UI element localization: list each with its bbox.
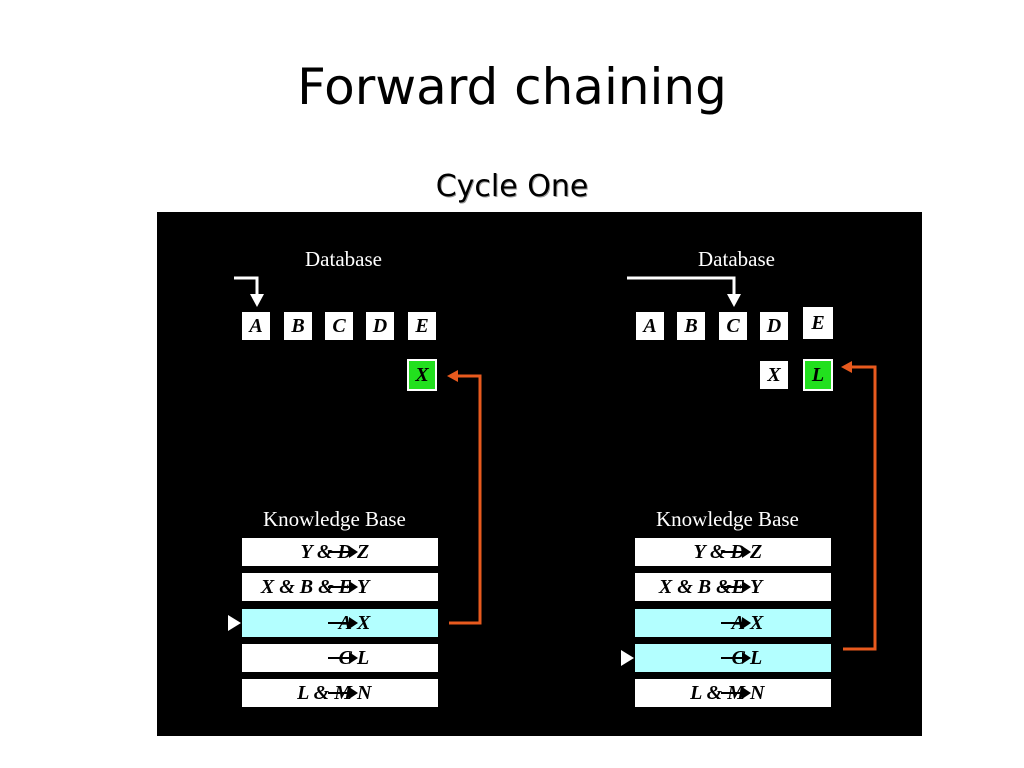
- right-fact-d: D: [760, 312, 788, 340]
- rule-conclusion: Y: [357, 576, 370, 598]
- right-inference-arrow-head: [841, 361, 852, 373]
- left-scan-pointer-icon: [234, 276, 259, 298]
- rule-premise: X & B & E: [260, 576, 352, 598]
- left-fact-a: A: [242, 312, 270, 340]
- rule-conclusion: X: [357, 612, 371, 634]
- slide-subtitle: Cycle One: [435, 169, 589, 204]
- rule-conclusion: X: [750, 612, 764, 634]
- left-rule-pointer-icon: [228, 615, 241, 631]
- diagram-panel: Database A B C D E X Knowledge Base Y & …: [157, 212, 922, 736]
- rule-conclusion: Y: [750, 576, 763, 598]
- rule-conclusion: N: [750, 682, 765, 704]
- rule-conclusion: Z: [357, 541, 370, 563]
- right-rule-4-fired: C L: [635, 644, 831, 672]
- right-rule-2: X & B &E Y: [635, 573, 831, 601]
- implies-arrow-icon: [721, 687, 751, 699]
- slide-title: Forward chaining: [297, 58, 727, 116]
- right-fact-a: A: [636, 312, 664, 340]
- implies-arrow-icon: [328, 546, 358, 558]
- left-fact-e: E: [408, 312, 436, 340]
- right-fact-b: B: [677, 312, 705, 340]
- left-rule-5: L & M N: [242, 679, 438, 707]
- implies-arrow-icon: [721, 617, 751, 629]
- left-scan-pointer-head: [250, 294, 264, 307]
- left-rule-1: Y & D Z: [242, 538, 438, 566]
- rule-premise: X & B &E: [658, 576, 745, 598]
- left-fact-c: C: [325, 312, 353, 340]
- left-fact-b: B: [284, 312, 312, 340]
- right-scan-pointer-head: [727, 294, 741, 307]
- right-rule-pointer-icon: [621, 650, 634, 666]
- left-inference-arrow-head: [447, 370, 458, 382]
- implies-arrow-icon: [328, 617, 358, 629]
- implies-arrow-icon: [328, 687, 358, 699]
- implies-arrow-icon: [721, 652, 751, 664]
- rule-conclusion: L: [357, 647, 370, 669]
- rule-conclusion: L: [750, 647, 763, 669]
- rule-premise: Y & D: [300, 541, 352, 563]
- left-rule-4: C L: [242, 644, 438, 672]
- left-fact-d: D: [366, 312, 394, 340]
- rule-premise: L & M: [690, 682, 745, 704]
- left-rule-2: X & B & E Y: [242, 573, 438, 601]
- implies-arrow-icon: [721, 581, 751, 593]
- right-fact-x: X: [760, 361, 788, 389]
- right-fact-c: C: [719, 312, 747, 340]
- right-knowledge-base-heading: Knowledge Base: [656, 507, 799, 531]
- left-new-fact-x: X: [407, 359, 437, 391]
- left-knowledge-base-heading: Knowledge Base: [263, 507, 406, 531]
- right-inference-arrow-icon: [843, 365, 877, 651]
- implies-arrow-icon: [721, 546, 751, 558]
- right-rule-3: A X: [635, 609, 831, 637]
- left-inference-arrow-icon: [449, 374, 482, 625]
- right-new-fact-l: L: [803, 359, 833, 391]
- rule-premise: L & M: [297, 682, 352, 704]
- right-scan-pointer-icon: [627, 276, 736, 298]
- right-rule-5: L & M N: [635, 679, 831, 707]
- rule-conclusion: Z: [750, 541, 763, 563]
- right-fact-e: E: [803, 307, 833, 339]
- right-rule-1: Y & D Z: [635, 538, 831, 566]
- connector-overlay: [234, 276, 877, 651]
- left-database-heading: Database: [305, 247, 382, 271]
- rule-conclusion: N: [357, 682, 372, 704]
- left-rule-3-fired: A X: [242, 609, 438, 637]
- rule-premise: Y & D: [693, 541, 745, 563]
- right-database-heading: Database: [698, 247, 775, 271]
- implies-arrow-icon: [328, 581, 358, 593]
- implies-arrow-icon: [328, 652, 358, 664]
